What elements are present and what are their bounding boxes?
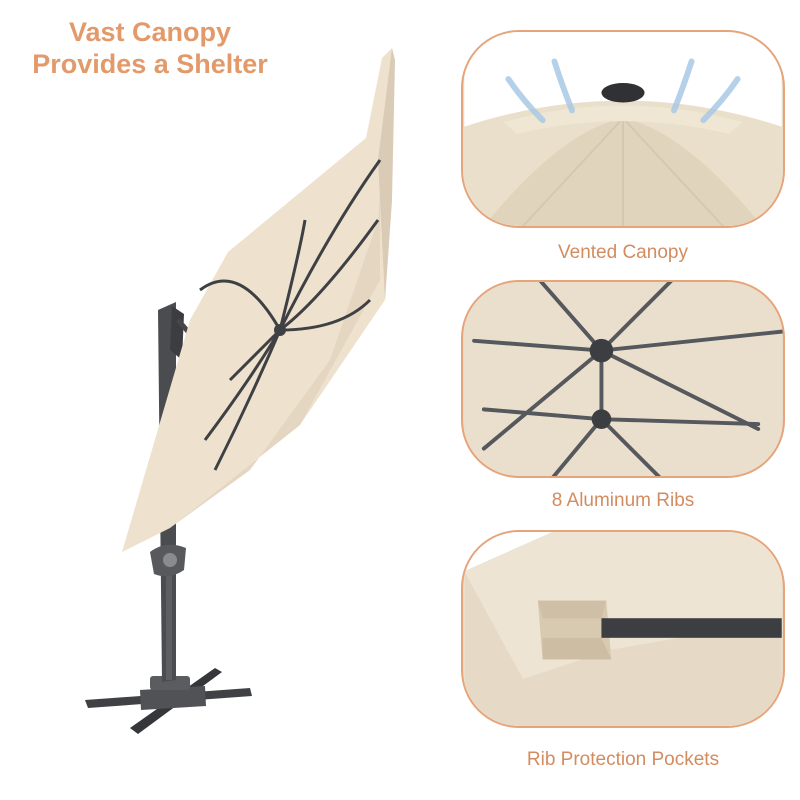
aluminum-ribs-icon <box>464 282 783 476</box>
vented-canopy-icon <box>463 32 783 226</box>
headline: Vast Canopy Provides a Shelter <box>20 16 280 80</box>
feature-caption-vented-canopy: Vented Canopy <box>558 242 688 263</box>
feature-panel-rib-pockets <box>461 530 785 728</box>
feature-caption-aluminum-ribs: 8 Aluminum Ribs <box>551 490 695 511</box>
cross-base <box>85 668 252 734</box>
crank-handle <box>150 544 186 577</box>
headline-line-2: Provides a Shelter <box>32 49 268 79</box>
cantilever-umbrella-illustration <box>85 48 395 734</box>
feature-panel-vented-canopy <box>461 30 785 228</box>
headline-line-1: Vast Canopy <box>68 17 232 47</box>
feature-panel-aluminum-ribs <box>461 280 785 478</box>
rib-pocket-icon <box>464 532 782 726</box>
canopy-ribs <box>199 159 382 471</box>
feature-caption-rib-pockets: Rib Protection Pockets <box>526 749 720 770</box>
